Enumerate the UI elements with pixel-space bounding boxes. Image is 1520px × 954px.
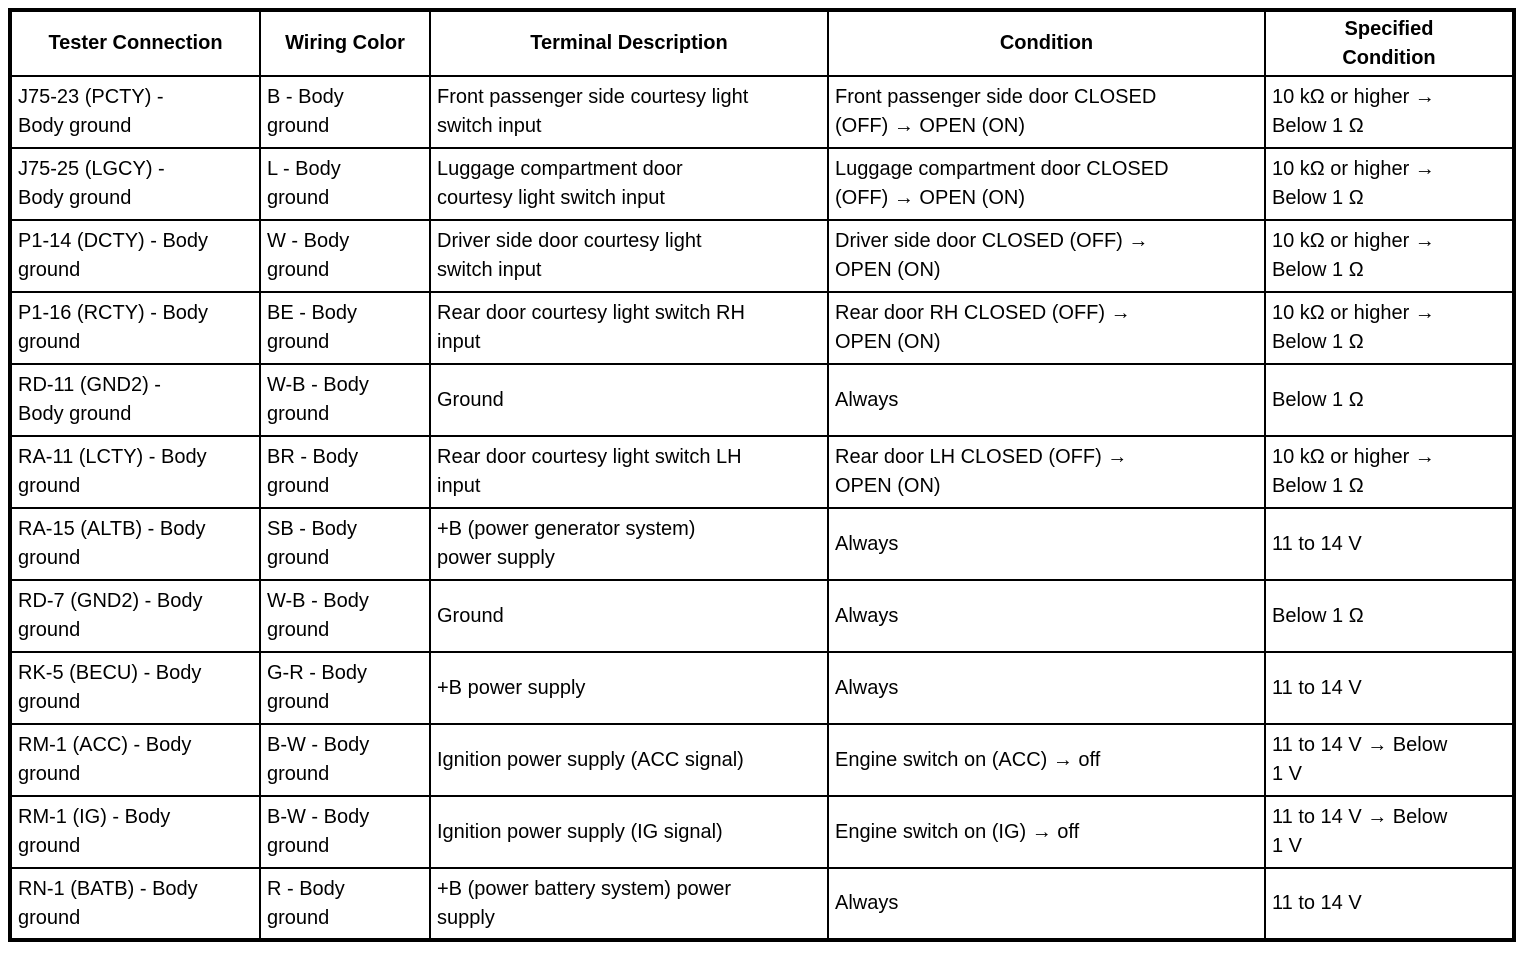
cell-specified-condition: 10 kΩ or higher → Below 1 Ω (1264, 75, 1515, 149)
cell-specified-condition: 10 kΩ or higher → Below 1 Ω (1264, 435, 1515, 509)
cell-wiring-color: B - Body ground (259, 75, 431, 149)
column-header-specified-condition: Specified Condition (1264, 9, 1515, 77)
cell-tester-connection: RD-7 (GND2) - Body ground (9, 579, 261, 653)
cell-tester-connection: J75-23 (PCTY) - Body ground (9, 75, 261, 149)
cell-terminal-description: +B (power battery system) power supply (429, 867, 829, 941)
cell-terminal-description: Front passenger side courtesy light swit… (429, 75, 829, 149)
cell-specified-condition: 11 to 14 V → Below 1 V (1264, 795, 1515, 869)
column-header-wiring-color: Wiring Color (259, 9, 431, 77)
cell-wiring-color: BE - Body ground (259, 291, 431, 365)
cell-condition: Front passenger side door CLOSED (OFF) →… (827, 75, 1266, 149)
cell-condition: Always (827, 363, 1266, 437)
column-header-terminal-description: Terminal Description (429, 9, 829, 77)
cell-terminal-description: +B power supply (429, 651, 829, 725)
cell-condition: Engine switch on (ACC) → off (827, 723, 1266, 797)
cell-wiring-color: B-W - Body ground (259, 795, 431, 869)
cell-condition: Always (827, 651, 1266, 725)
header-row: Tester Connection Wiring Color Terminal … (9, 9, 1515, 77)
cell-terminal-description: Rear door courtesy light switch RH input (429, 291, 829, 365)
cell-tester-connection: RM-1 (ACC) - Body ground (9, 723, 261, 797)
cell-tester-connection: RN-1 (BATB) - Body ground (9, 867, 261, 941)
cell-condition: Rear door LH CLOSED (OFF) → OPEN (ON) (827, 435, 1266, 509)
cell-specified-condition: 10 kΩ or higher → Below 1 Ω (1264, 291, 1515, 365)
cell-condition: Always (827, 507, 1266, 581)
cell-specified-condition: 10 kΩ or higher → Below 1 Ω (1264, 147, 1515, 221)
cell-tester-connection: J75-25 (LGCY) - Body ground (9, 147, 261, 221)
cell-specified-condition: Below 1 Ω (1264, 363, 1515, 437)
cell-wiring-color: SB - Body ground (259, 507, 431, 581)
cell-condition: Always (827, 579, 1266, 653)
cell-tester-connection: RD-11 (GND2) - Body ground (9, 363, 261, 437)
cell-specified-condition: 11 to 14 V (1264, 507, 1515, 581)
cell-terminal-description: +B (power generator system) power supply (429, 507, 829, 581)
cell-wiring-color: W-B - Body ground (259, 579, 431, 653)
terminal-inspection-table: Tester Connection Wiring Color Terminal … (8, 8, 1516, 942)
cell-tester-connection: RA-11 (LCTY) - Body ground (9, 435, 261, 509)
cell-condition: Luggage compartment door CLOSED (OFF) → … (827, 147, 1266, 221)
cell-wiring-color: G-R - Body ground (259, 651, 431, 725)
cell-terminal-description: Ignition power supply (IG signal) (429, 795, 829, 869)
cell-condition: Engine switch on (IG) → off (827, 795, 1266, 869)
column-header-specified-condition-label: Specified Condition (1342, 17, 1436, 69)
cell-wiring-color: BR - Body ground (259, 435, 431, 509)
cell-condition: Driver side door CLOSED (OFF) → OPEN (ON… (827, 219, 1266, 293)
cell-specified-condition: Below 1 Ω (1264, 579, 1515, 653)
cell-specified-condition: 11 to 14 V (1264, 651, 1515, 725)
table-header: Tester Connection Wiring Color Terminal … (9, 9, 1515, 77)
cell-terminal-description: Ignition power supply (ACC signal) (429, 723, 829, 797)
cell-specified-condition: 10 kΩ or higher → Below 1 Ω (1264, 219, 1515, 293)
column-header-condition: Condition (827, 9, 1266, 77)
cell-wiring-color: W - Body ground (259, 219, 431, 293)
cell-terminal-description: Ground (429, 363, 829, 437)
cell-condition: Always (827, 867, 1266, 941)
cell-terminal-description: Luggage compartment door courtesy light … (429, 147, 829, 221)
cell-tester-connection: RA-15 (ALTB) - Body ground (9, 507, 261, 581)
column-header-tester-connection: Tester Connection (9, 9, 261, 77)
cell-tester-connection: RK-5 (BECU) - Body ground (9, 651, 261, 725)
cell-terminal-description: Driver side door courtesy light switch i… (429, 219, 829, 293)
cell-terminal-description: Ground (429, 579, 829, 653)
cell-terminal-description: Rear door courtesy light switch LH input (429, 435, 829, 509)
cell-wiring-color: B-W - Body ground (259, 723, 431, 797)
cell-wiring-color: W-B - Body ground (259, 363, 431, 437)
cell-condition: Rear door RH CLOSED (OFF) → OPEN (ON) (827, 291, 1266, 365)
cell-specified-condition: 11 to 14 V (1264, 867, 1515, 941)
cell-tester-connection: RM-1 (IG) - Body ground (9, 795, 261, 869)
cell-wiring-color: R - Body ground (259, 867, 431, 941)
cell-specified-condition: 11 to 14 V → Below 1 V (1264, 723, 1515, 797)
cell-tester-connection: P1-16 (RCTY) - Body ground (9, 291, 261, 365)
cell-wiring-color: L - Body ground (259, 147, 431, 221)
cell-tester-connection: P1-14 (DCTY) - Body ground (9, 219, 261, 293)
